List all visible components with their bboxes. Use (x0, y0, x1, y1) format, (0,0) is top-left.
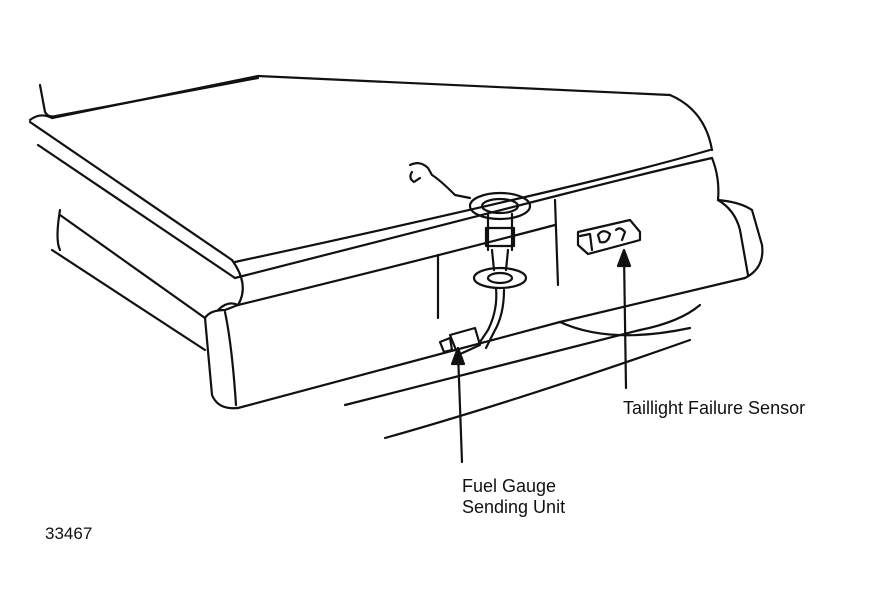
trunk-lid (28, 74, 720, 312)
fuel-sending-unit (408, 161, 532, 357)
rear-bumper (50, 198, 764, 410)
leader-arrow-fuel (450, 346, 466, 464)
fuel-gauge-label-line2: Sending Unit (462, 497, 566, 517)
figure-number: 33467 (45, 524, 93, 543)
fuel-gauge-label-line1: Fuel Gauge (462, 476, 557, 496)
taillight-sensor-shape (576, 218, 642, 256)
taillight-failure-sensor-label: Taillight Failure Sensor (623, 398, 806, 418)
leader-arrow-taillight (616, 248, 632, 390)
rear-window (28, 76, 260, 122)
lower-bumper-lines (343, 303, 702, 440)
